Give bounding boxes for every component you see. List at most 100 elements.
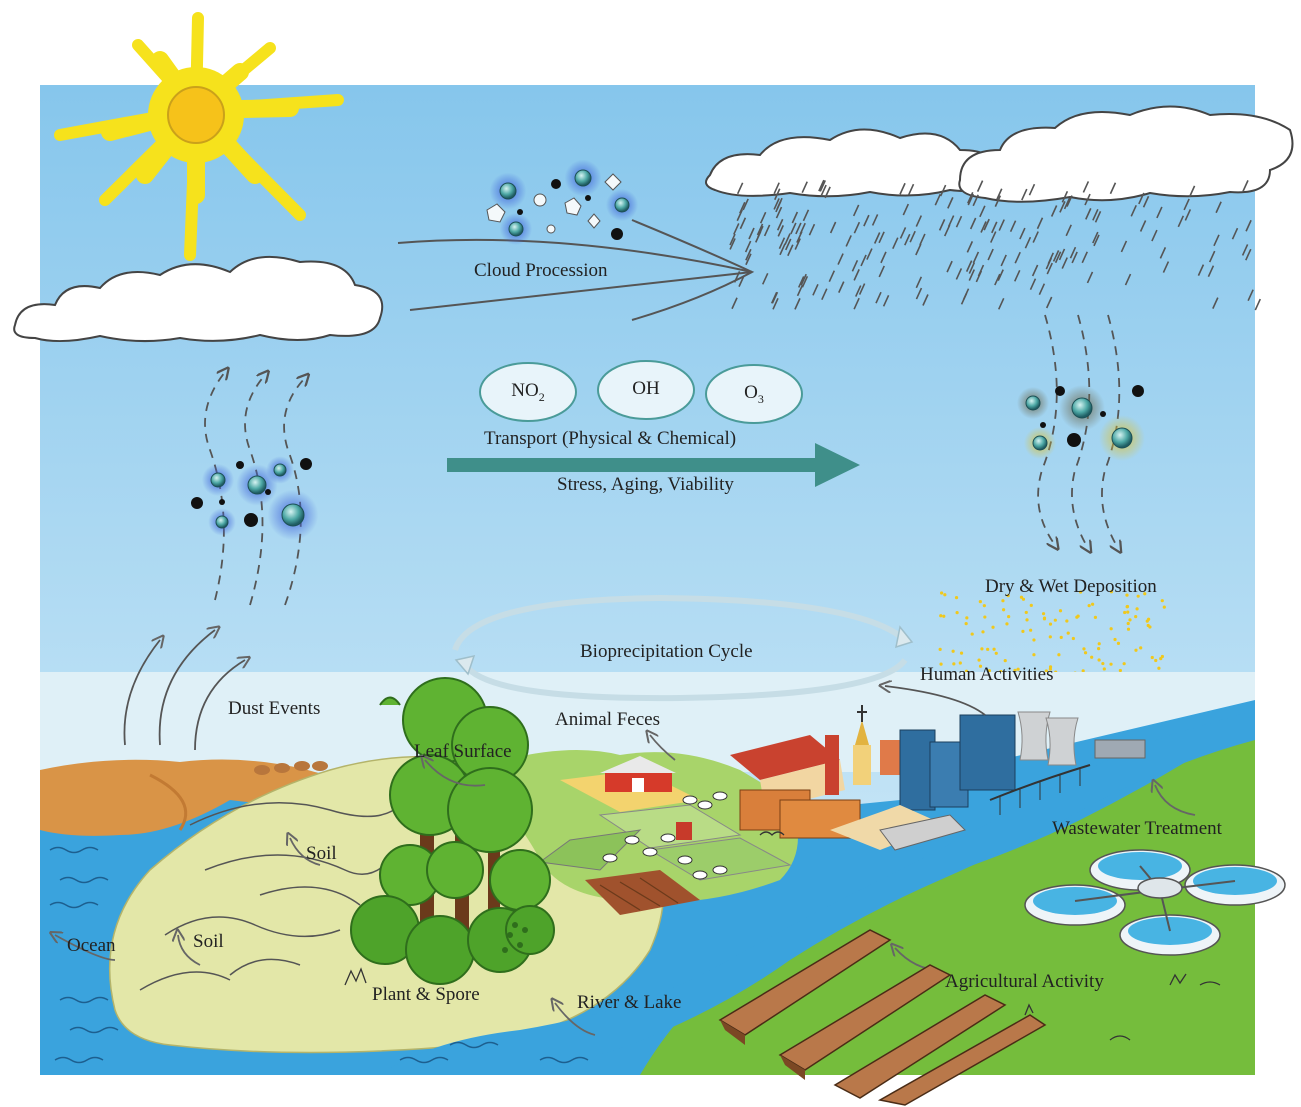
deposition-dot [1006,594,1010,598]
rain-streak [851,259,859,272]
particle [551,179,561,189]
trees-icon [350,677,555,985]
deposition-dot [1150,655,1154,660]
rain-streak [987,248,994,261]
rain-streak [1242,180,1249,192]
stress-label: Stress, Aging, Viability [557,474,734,495]
rain-streak [761,273,769,285]
soil-upper-label: Soil [306,843,337,864]
rain-streak [871,214,879,226]
deposition-dot [1097,642,1101,646]
oh-label: OH [632,378,660,399]
rain-streak [1139,220,1147,232]
rain-streak [994,195,1002,207]
deposition-dot [1021,597,1026,601]
downward-dashed-arrows [1037,314,1119,548]
cow [624,835,640,845]
rain-streak [977,264,985,277]
rain-streak [773,198,780,210]
wave [69,1026,119,1034]
desert-dune [40,759,360,836]
barn-icon [600,756,692,840]
rain-streak [821,288,828,301]
rain-streak [860,254,867,267]
rain-streak [774,188,781,201]
rain-streak [969,217,977,230]
rain-streak [1197,264,1205,276]
particle [1100,411,1106,417]
rain-streak [745,248,752,261]
rain-streak [739,217,747,230]
rain-streak [1177,215,1185,228]
deposition-dot [978,600,982,604]
microbe [1111,427,1133,449]
deposition-dot [1116,641,1121,645]
deposition-dot [1065,619,1069,623]
deposition-dot [964,621,968,626]
rain-streak [1207,265,1215,278]
bioprecipitation-cycle-arrows [452,594,908,702]
deposition-dot [1025,618,1029,622]
rain-streak [882,295,890,307]
rain-streak [858,283,866,295]
deposition-dot [1109,662,1113,666]
rain-streak [729,233,736,246]
river-lake-label: River & Lake [577,992,682,1013]
rain-streak [915,215,923,227]
animal-feces-label: Animal Feces [555,709,661,730]
rain-streak [1241,244,1249,256]
rain-streak [1162,261,1170,273]
rain-streak [779,243,786,256]
microbe [614,197,630,213]
deposition-dot [1134,615,1138,619]
rain-streak [824,186,831,199]
deposition-dot [994,651,998,655]
rain-streak [1138,192,1145,205]
rain-streak [791,211,799,224]
left-cloud [13,255,384,343]
rain-streak [770,292,778,304]
microbe [273,463,287,477]
rain-streak [899,182,906,195]
rain-streak [1014,251,1021,264]
deposition-dot [1101,661,1105,666]
particle [300,458,312,470]
cloud-procession-arrow [397,219,755,321]
deposition-dot [992,647,996,651]
rain-streak [1184,209,1192,221]
rain-streak [1061,257,1068,269]
rain-streak [828,270,836,282]
deposition-dot [1125,593,1129,597]
deposition-dot [982,604,986,608]
rain-streak [854,285,862,297]
deposition-dot [1003,659,1007,663]
rain-streak [776,197,783,210]
particle [265,489,271,495]
rain-streak [909,230,916,243]
rain-streak [772,297,779,310]
deposition-dot [1005,622,1009,626]
deposition-dot [1136,594,1140,598]
deposition-dot [1126,610,1130,614]
rain-streak [972,251,980,264]
rain-streak [960,292,968,305]
rain-streak [1081,251,1088,264]
rain-streak [875,291,882,304]
deposition-dot [1042,617,1047,621]
deposition-dot [1126,621,1130,626]
rain-streak [733,223,740,235]
particle [191,497,203,509]
deposition-dot [1083,651,1088,655]
human-activities-label: Human Activities [920,664,1054,685]
rain-streak [748,227,755,240]
deposition-dot [981,630,985,634]
grass-tufts [344,831,1221,1041]
rain-streak [1092,208,1099,221]
rain-streak [759,211,767,224]
rain-streak [947,215,955,227]
rain-streak [775,206,783,219]
round-particle [546,224,556,234]
deposition-dot [1139,646,1143,650]
microbe [574,169,592,187]
no2-label: NO2 [511,380,545,404]
